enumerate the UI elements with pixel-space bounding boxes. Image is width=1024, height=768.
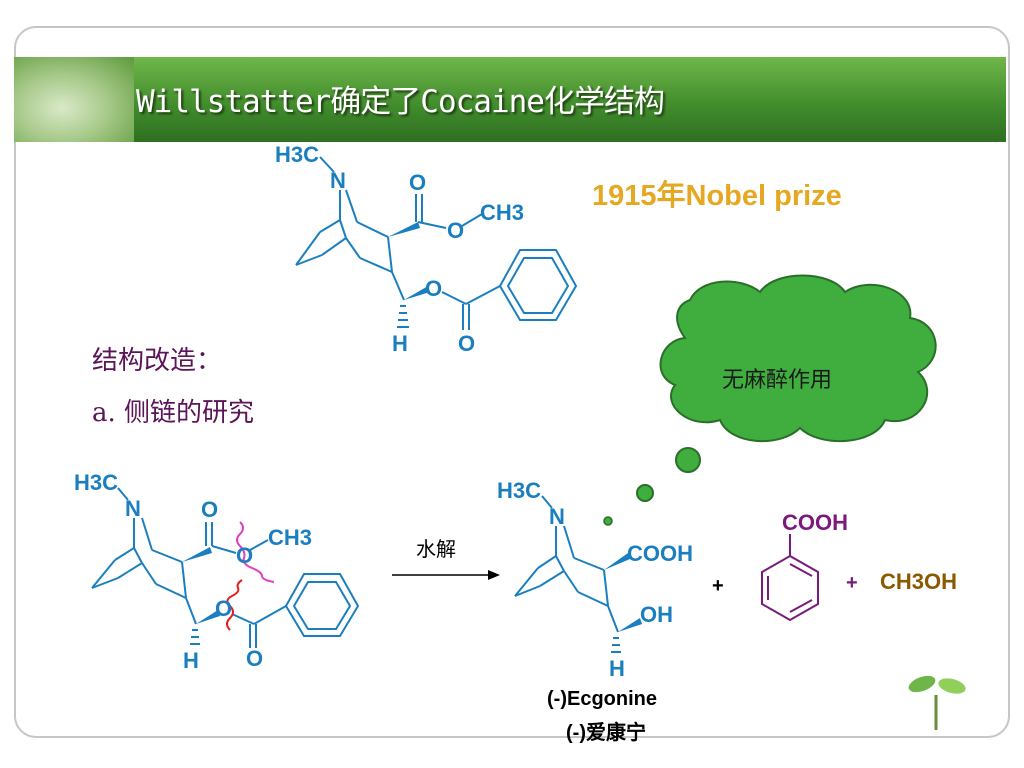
atom-label: O	[215, 596, 232, 621]
cocaine-structure-reactant	[91, 487, 360, 648]
nobel-prize-note: 1915年Nobel prize	[592, 180, 842, 212]
product-name-chinese: (-)爱康宁	[566, 722, 646, 744]
hash-bond	[397, 305, 409, 328]
subsection-heading: a. 侧链的研究	[92, 398, 255, 428]
atom-label: H3C	[497, 478, 541, 503]
atom-label: H	[609, 656, 625, 681]
hash-bond	[190, 629, 200, 645]
wedge-bond	[196, 610, 220, 624]
cocaine-structure-top	[295, 156, 578, 330]
methanol-formula: CH3OH	[880, 569, 957, 594]
section-heading: 结构改造：	[92, 346, 223, 376]
atom-label: O	[246, 646, 263, 671]
wedge-bond	[404, 286, 430, 300]
cleavage-mark-benzoate	[226, 579, 243, 631]
seedling-decoration	[908, 675, 966, 730]
atom-label: N	[125, 496, 141, 521]
atom-label: COOH	[782, 510, 848, 535]
atom-label: COOH	[627, 541, 693, 566]
atom-label: H3C	[275, 142, 319, 167]
atom-label: O	[201, 497, 218, 522]
atom-label: N	[330, 168, 346, 193]
atom-label: O	[236, 543, 253, 568]
atom-label: O	[447, 218, 464, 243]
slide-title: Willstatter确定了Cocaine化学结构	[136, 84, 665, 120]
thought-bubble-text: 无麻醉作用	[722, 367, 832, 392]
plus-sign: +	[712, 575, 724, 597]
atom-label: O	[409, 170, 426, 195]
atom-label: O	[425, 276, 442, 301]
plus-sign: +	[846, 572, 858, 594]
benzoic-acid-structure	[761, 534, 819, 622]
product-name-english: (-)Ecgonine	[547, 688, 657, 710]
atom-label: O	[458, 331, 475, 356]
atom-label: H3C	[74, 470, 118, 495]
atom-label: H	[183, 648, 199, 673]
seedling-hand-image	[14, 57, 134, 142]
wedge-bond	[182, 547, 212, 562]
cleavage-mark-ester	[236, 521, 275, 583]
wedge-bond	[388, 222, 420, 237]
thought-cloud	[603, 274, 937, 526]
wedge-bond	[618, 618, 642, 632]
ecgonine-structure	[514, 495, 619, 633]
wedge-bond	[604, 553, 630, 570]
hash-bond	[611, 637, 621, 653]
atom-label: N	[549, 504, 565, 529]
atom-label: CH3	[480, 200, 524, 225]
reaction-arrow	[392, 570, 500, 580]
atom-label: H	[392, 331, 408, 356]
title-banner	[14, 57, 1006, 142]
atom-label: CH3	[268, 525, 312, 550]
atom-label: OH	[640, 602, 673, 627]
reaction-label: 水解	[416, 538, 456, 561]
